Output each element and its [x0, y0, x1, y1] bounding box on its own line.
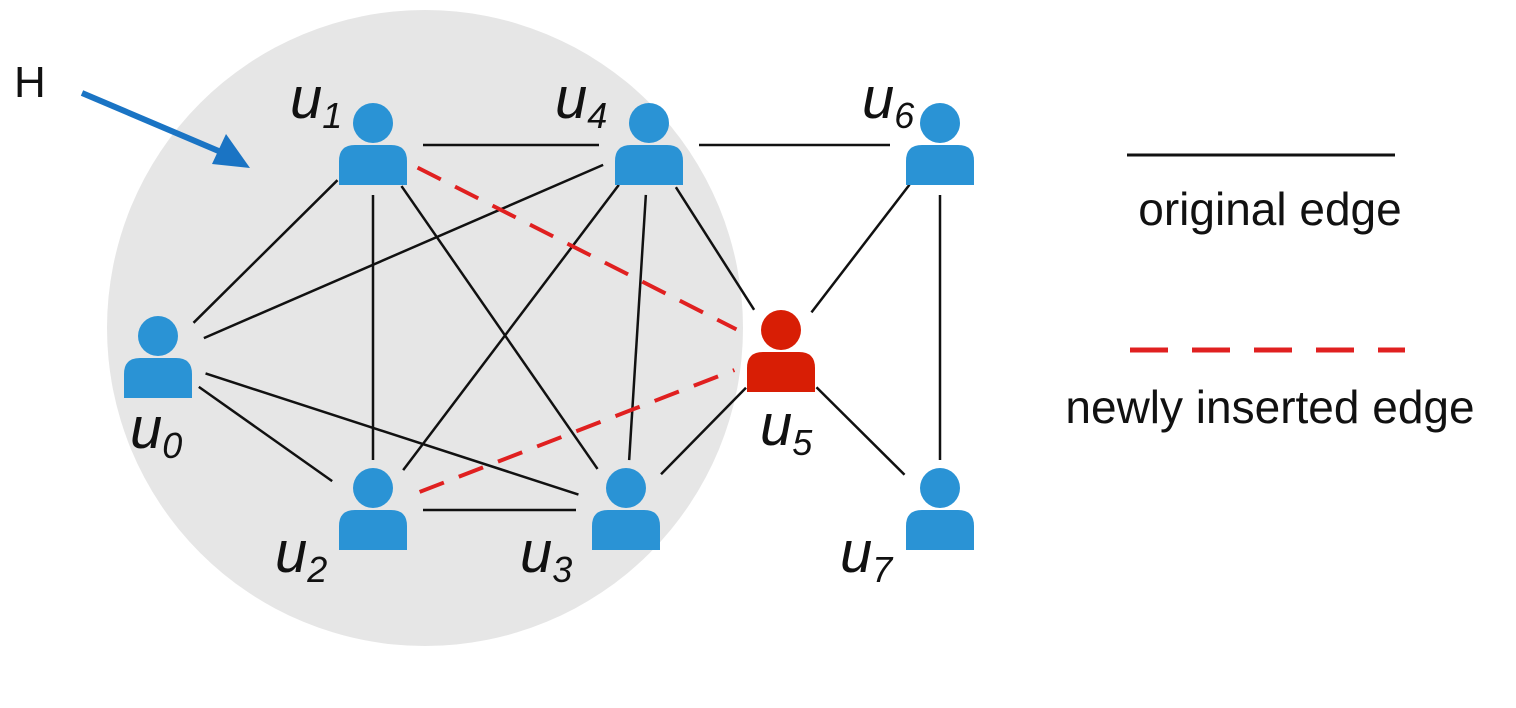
original-edge-u0-u4	[203, 163, 604, 340]
original-edge-u5-u6	[810, 183, 911, 314]
original-edge-u0-u2	[198, 385, 333, 483]
user-icon-u7	[906, 468, 974, 550]
node-label-base: u	[520, 520, 552, 585]
node-label-subscript: 1	[322, 95, 342, 136]
inserted-edge-u1-u5	[416, 165, 738, 332]
user-icon-u6	[906, 103, 974, 185]
original-edge-u0-u1	[192, 179, 339, 324]
original-edge-u0-u3	[205, 372, 579, 496]
node-label-base: u	[840, 520, 872, 585]
original-edge-u1-u3	[400, 185, 599, 470]
user-icon-u2	[339, 468, 407, 550]
user-icon-u4	[615, 103, 683, 185]
original-edge-u5-u7	[815, 386, 906, 476]
original-edge-u4-u5	[674, 186, 756, 311]
node-label-subscript: 5	[792, 422, 813, 463]
node-label-base: u	[555, 66, 587, 131]
user-icon-u5	[747, 310, 815, 392]
node-label-u3: u3	[520, 520, 572, 590]
user-icon-u3	[592, 468, 660, 550]
node-label-u6: u6	[862, 66, 915, 136]
subgraph-arrow	[80, 90, 250, 168]
node-label-base: u	[862, 66, 894, 131]
node-label-u2: u2	[275, 520, 327, 590]
inserted-edge-u2-u5	[418, 368, 736, 494]
node-label-subscript: 4	[587, 95, 607, 136]
node-label-base: u	[275, 520, 307, 585]
edges-layer	[192, 143, 942, 512]
legend: original edge newly inserted edge	[1065, 153, 1475, 433]
legend-original-label: original edge	[1138, 183, 1401, 235]
node-label-u0: u0	[130, 396, 182, 466]
nodes-layer	[124, 103, 974, 550]
node-label-base: u	[130, 396, 162, 461]
original-edge-u4-u2	[402, 184, 620, 471]
node-label-u5: u5	[760, 393, 813, 463]
node-label-u1: u1	[290, 66, 342, 136]
node-label-u4: u4	[555, 66, 607, 136]
legend-inserted-label: newly inserted edge	[1065, 381, 1474, 433]
node-label-base: u	[760, 393, 792, 458]
node-label-subscript: 2	[306, 549, 327, 590]
subgraph-h-region	[107, 10, 743, 646]
subgraph-label: H	[14, 58, 46, 107]
original-edge-u3-u5	[660, 386, 747, 476]
node-label-subscript: 3	[552, 549, 572, 590]
node-label-subscript: 7	[872, 549, 894, 590]
original-edge-u4-u3	[627, 194, 648, 461]
user-icon-u1	[339, 103, 407, 185]
node-label-subscript: 6	[894, 95, 915, 136]
user-icon-u0	[124, 316, 192, 398]
node-label-subscript: 0	[162, 425, 182, 466]
node-label-u7: u7	[840, 520, 894, 590]
node-label-base: u	[290, 66, 322, 131]
